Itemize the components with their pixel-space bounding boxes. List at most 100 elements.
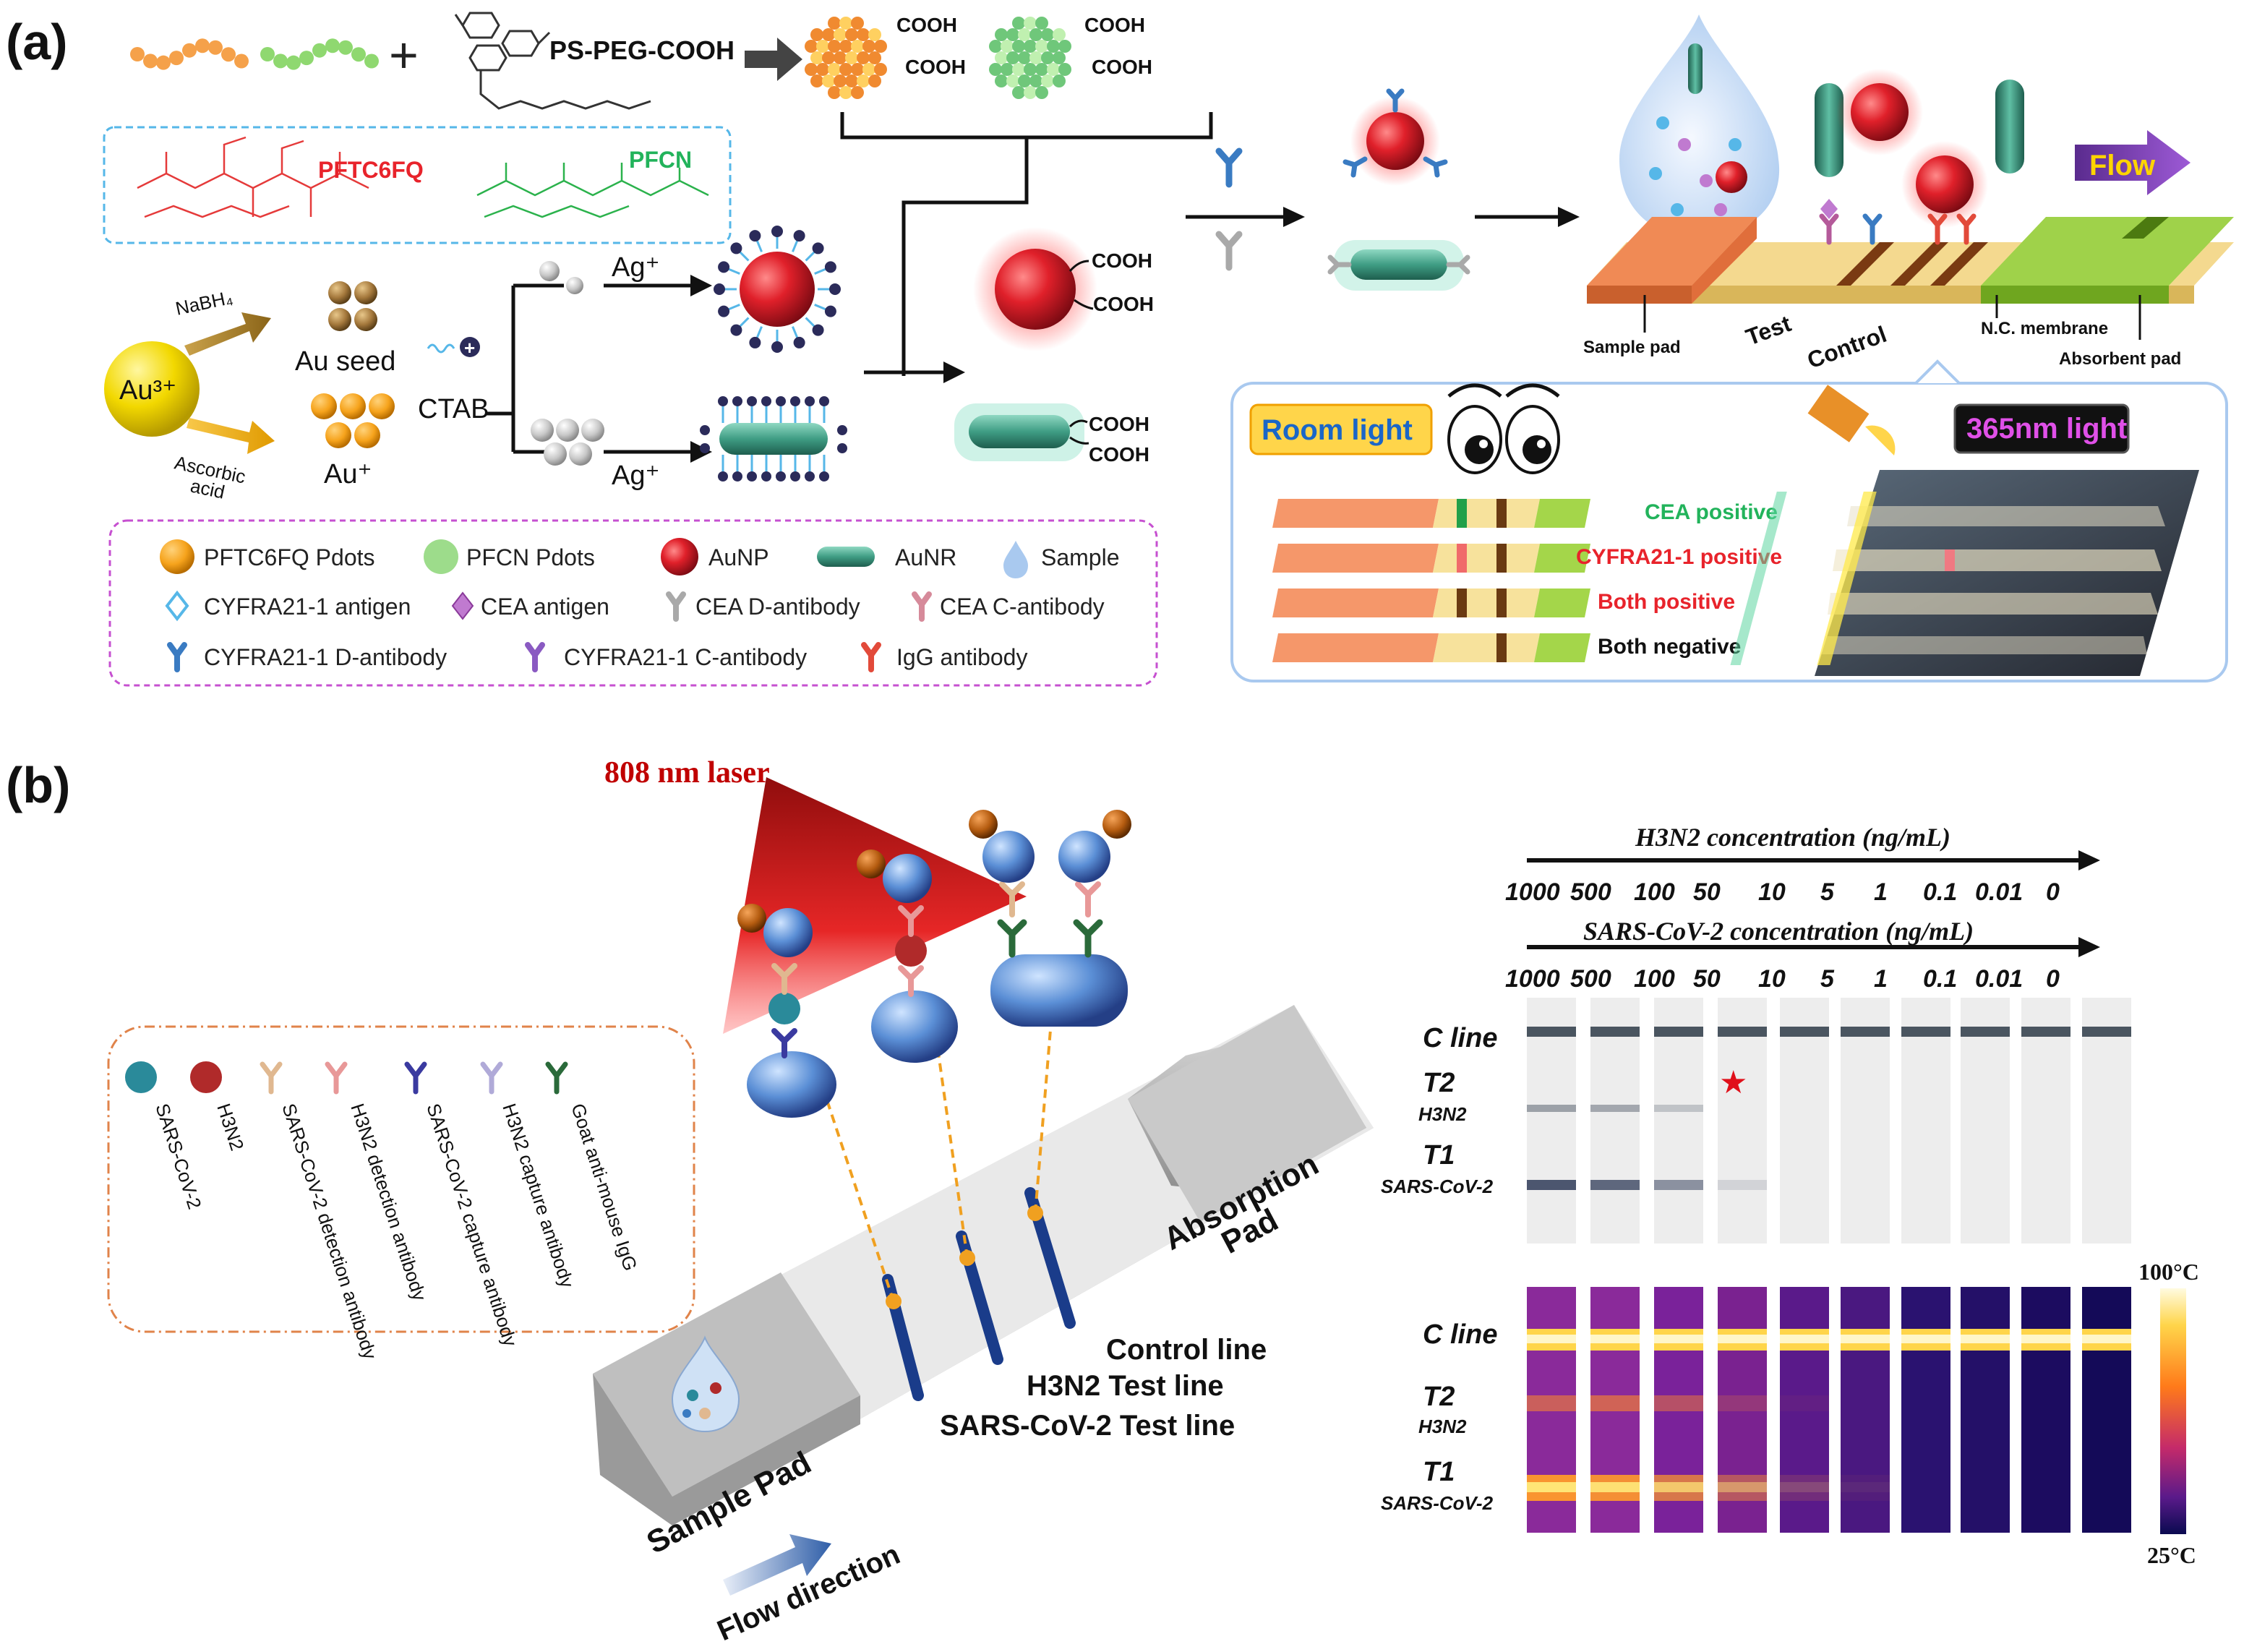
concentration-label: 0 [2046, 965, 2060, 993]
pdot-bead [1006, 74, 1019, 87]
chain-bead [208, 40, 223, 55]
strip-photo [1590, 998, 1640, 1244]
pdot-bead [1035, 40, 1048, 53]
chain-bead [338, 40, 353, 55]
chain-bead [273, 54, 288, 69]
ctab-head [761, 396, 771, 406]
svg-text:AuNP: AuNP [708, 544, 769, 570]
ag-particles-top-icon [539, 261, 583, 294]
ctab-head [819, 396, 829, 406]
svg-text:Sample pad: Sample pad [1583, 338, 1681, 357]
svg-text:COOH: COOH [1092, 56, 1152, 78]
complex-sars-icon [737, 904, 836, 1118]
nanoparticle-icon [328, 308, 351, 331]
sample-drop-b-icon [671, 1335, 740, 1433]
pdot-bead [834, 74, 847, 87]
chain-bead [156, 55, 171, 70]
svg-text:COOH: COOH [1084, 14, 1145, 36]
ctab-head [718, 305, 730, 317]
c-line-band [1961, 1027, 2010, 1037]
t1-band [1654, 1180, 1703, 1190]
ctab-head [771, 226, 783, 237]
pdot-bead [851, 63, 864, 76]
svg-text:H3N2: H3N2 [1418, 1416, 1467, 1437]
svg-text:CEA C-antibody: CEA C-antibody [940, 594, 1105, 620]
svg-text:Sample: Sample [1041, 544, 1120, 570]
pdot-bead [857, 74, 870, 87]
au-plus-label: Au⁺ [324, 459, 372, 489]
pdot-bead [851, 40, 864, 53]
result-both-pos: Both positive [1598, 590, 1735, 614]
sars-axis-label: SARS-CoV-2 concentration (ng/mL) [1583, 917, 1974, 946]
pdot-bead [857, 28, 870, 41]
pdot-bead [1029, 51, 1042, 64]
flow-direction-arrow [723, 1534, 831, 1596]
t1-band [1590, 1180, 1640, 1190]
aunr-icon [969, 415, 1070, 448]
panel-b-legend-box [107, 1025, 695, 1333]
aunr-ctab-icon [700, 396, 847, 482]
pdot-bead [1035, 17, 1048, 30]
svg-text:T1: T1 [1423, 1140, 1455, 1170]
au-seed-cluster-icon [328, 281, 377, 331]
plus-sign: + [389, 27, 419, 83]
au3-sphere-icon [104, 341, 200, 437]
nanoparticle-icon [544, 442, 567, 466]
concentration-label: 50 [1693, 965, 1721, 993]
pdot-bead [816, 63, 829, 76]
ctab-head [730, 324, 742, 336]
pdot-bead [1001, 63, 1014, 76]
chain-bead [182, 43, 197, 58]
pdot-bead [857, 51, 870, 64]
room-strip [1272, 633, 1590, 662]
ag-particles-bottom-icon [531, 419, 604, 466]
pdot-bead [1012, 40, 1025, 53]
pdot-bead [810, 28, 823, 41]
pfcn-name: PFCN [629, 147, 692, 173]
t1-band [1718, 1180, 1767, 1190]
result-cyfra: CYFRA21-1 positive [1576, 545, 1782, 569]
svg-text:Test: Test [1742, 310, 1794, 351]
ctab-head [747, 471, 757, 482]
nanoparticle-icon [354, 308, 377, 331]
antigen-dot [1649, 167, 1662, 180]
strip-photo [1901, 998, 1950, 1244]
svg-text:SARS-CoV-2: SARS-CoV-2 [1381, 1176, 1494, 1197]
strip-photo [1841, 998, 1890, 1244]
antigen-dot [1714, 203, 1727, 216]
pdot-bead [834, 51, 847, 64]
aunp-cooh-1: COOH [1092, 249, 1152, 272]
uv-lamp-icon [1807, 385, 1896, 455]
svg-text:T2: T2 [1423, 1382, 1455, 1412]
ag-label-top: Ag⁺ [612, 252, 660, 283]
pftc6fq-structure-icon [137, 136, 369, 218]
pdot-bead [1047, 63, 1060, 76]
panel-b-strip [593, 1005, 1374, 1525]
pdot-bead [805, 63, 818, 76]
result-both-neg: Both negative [1598, 635, 1741, 659]
ctab-head [805, 396, 815, 406]
pdot-bead [805, 40, 818, 53]
concentration-axes [1527, 850, 2100, 957]
pdot-bead [995, 51, 1008, 64]
pdot-bead [1041, 51, 1054, 64]
pdot-bead [828, 86, 841, 99]
ctab-head [761, 471, 771, 482]
c-line-band [1780, 1027, 1829, 1037]
aunp-ctab-icon [714, 226, 841, 353]
chem-structure-box [103, 126, 732, 244]
c-line-band [1527, 1027, 1576, 1037]
t2-band [1527, 1105, 1576, 1112]
pdot-bead [868, 28, 881, 41]
ctab-head [700, 443, 710, 453]
pdot-bead [834, 28, 847, 41]
strip-capture-antibodies-icon [1819, 213, 1977, 245]
complex-h3n2-icon [857, 849, 958, 1063]
chain-bead [312, 43, 327, 58]
drop-aunp [1716, 161, 1747, 193]
panel-b: (b) 808 nm laser SARS-CoV-2 H3N2 SARS-Co… [6, 756, 2199, 1647]
pdot-bead [1024, 63, 1037, 76]
concentration-label: 0 [2046, 878, 2060, 906]
au-plus-cluster-icon [311, 393, 395, 448]
